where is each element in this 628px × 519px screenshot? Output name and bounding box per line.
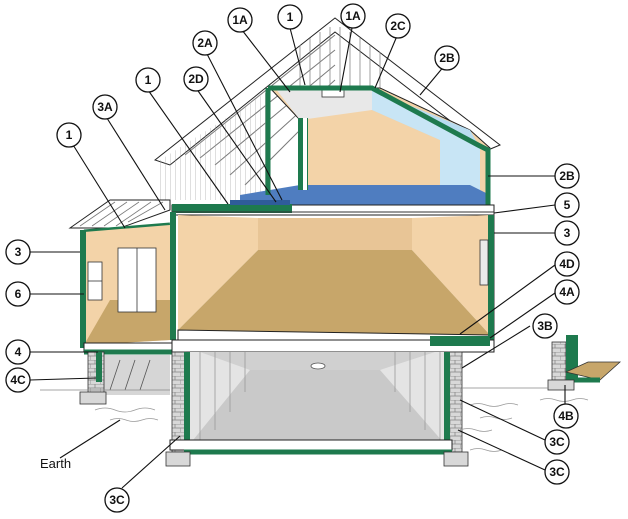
callout-1-top: 1 xyxy=(277,4,303,30)
callout-3-left: 3 xyxy=(5,239,31,265)
svg-text:3C: 3C xyxy=(109,493,125,507)
callout-5: 5 xyxy=(554,192,580,218)
callout-2a: 2A xyxy=(192,30,218,56)
svg-text:6: 6 xyxy=(15,287,22,301)
svg-text:2A: 2A xyxy=(197,36,213,50)
callout-4c: 4C xyxy=(5,367,31,393)
callout-1-mid: 1 xyxy=(135,67,161,93)
callout-4d: 4D xyxy=(554,251,580,277)
attic-room xyxy=(240,85,491,205)
svg-text:4: 4 xyxy=(15,345,22,359)
svg-text:4C: 4C xyxy=(10,373,26,387)
svg-text:3: 3 xyxy=(564,226,571,240)
main-room xyxy=(170,211,495,343)
svg-text:2B: 2B xyxy=(439,51,455,65)
svg-text:4B: 4B xyxy=(558,409,574,423)
callout-4: 4 xyxy=(5,339,31,365)
slab-detail xyxy=(547,335,622,391)
callout-3c-bottom: 3C xyxy=(104,487,130,513)
callout-3a: 3A xyxy=(92,94,118,120)
callout-1a-right: 1A xyxy=(340,3,366,29)
svg-text:4A: 4A xyxy=(559,285,575,299)
callout-2b-top: 2B xyxy=(434,45,460,71)
callout-3c-lower: 3C xyxy=(544,459,570,485)
basement xyxy=(165,336,495,467)
svg-text:1: 1 xyxy=(287,10,294,24)
callout-4a: 4A xyxy=(554,279,580,305)
left-addition xyxy=(68,199,175,355)
leader-lines xyxy=(29,27,566,489)
callout-2c: 2C xyxy=(385,13,411,39)
attic-floor-slab xyxy=(171,200,495,216)
svg-text:3: 3 xyxy=(15,245,22,259)
callout-3b: 3B xyxy=(532,313,558,339)
callout-6: 6 xyxy=(5,281,31,307)
svg-text:3C: 3C xyxy=(549,465,565,479)
svg-text:3B: 3B xyxy=(537,319,553,333)
svg-text:5: 5 xyxy=(564,198,571,212)
callout-1a-left: 1A xyxy=(227,7,253,33)
svg-text:2B: 2B xyxy=(559,169,575,183)
callout-3c-upper: 3C xyxy=(544,429,570,455)
upper-roof xyxy=(153,17,501,200)
callout-4b: 4B xyxy=(553,403,579,429)
svg-text:3A: 3A xyxy=(97,100,113,114)
earth-label: Earth xyxy=(40,456,71,471)
callout-2b-right: 2B xyxy=(554,163,580,189)
svg-text:1: 1 xyxy=(66,128,73,142)
svg-text:3C: 3C xyxy=(549,435,565,449)
callout-1-left: 1 xyxy=(56,122,82,148)
svg-text:1: 1 xyxy=(145,73,152,87)
svg-text:2D: 2D xyxy=(188,72,204,86)
svg-text:4D: 4D xyxy=(559,257,575,271)
earth-texture xyxy=(40,387,589,452)
callout-3-right: 3 xyxy=(554,220,580,246)
crawlspace xyxy=(79,351,170,405)
svg-text:2C: 2C xyxy=(390,19,406,33)
svg-text:1A: 1A xyxy=(232,13,248,27)
callout-2d: 2D xyxy=(183,66,209,92)
svg-text:1A: 1A xyxy=(345,9,361,23)
